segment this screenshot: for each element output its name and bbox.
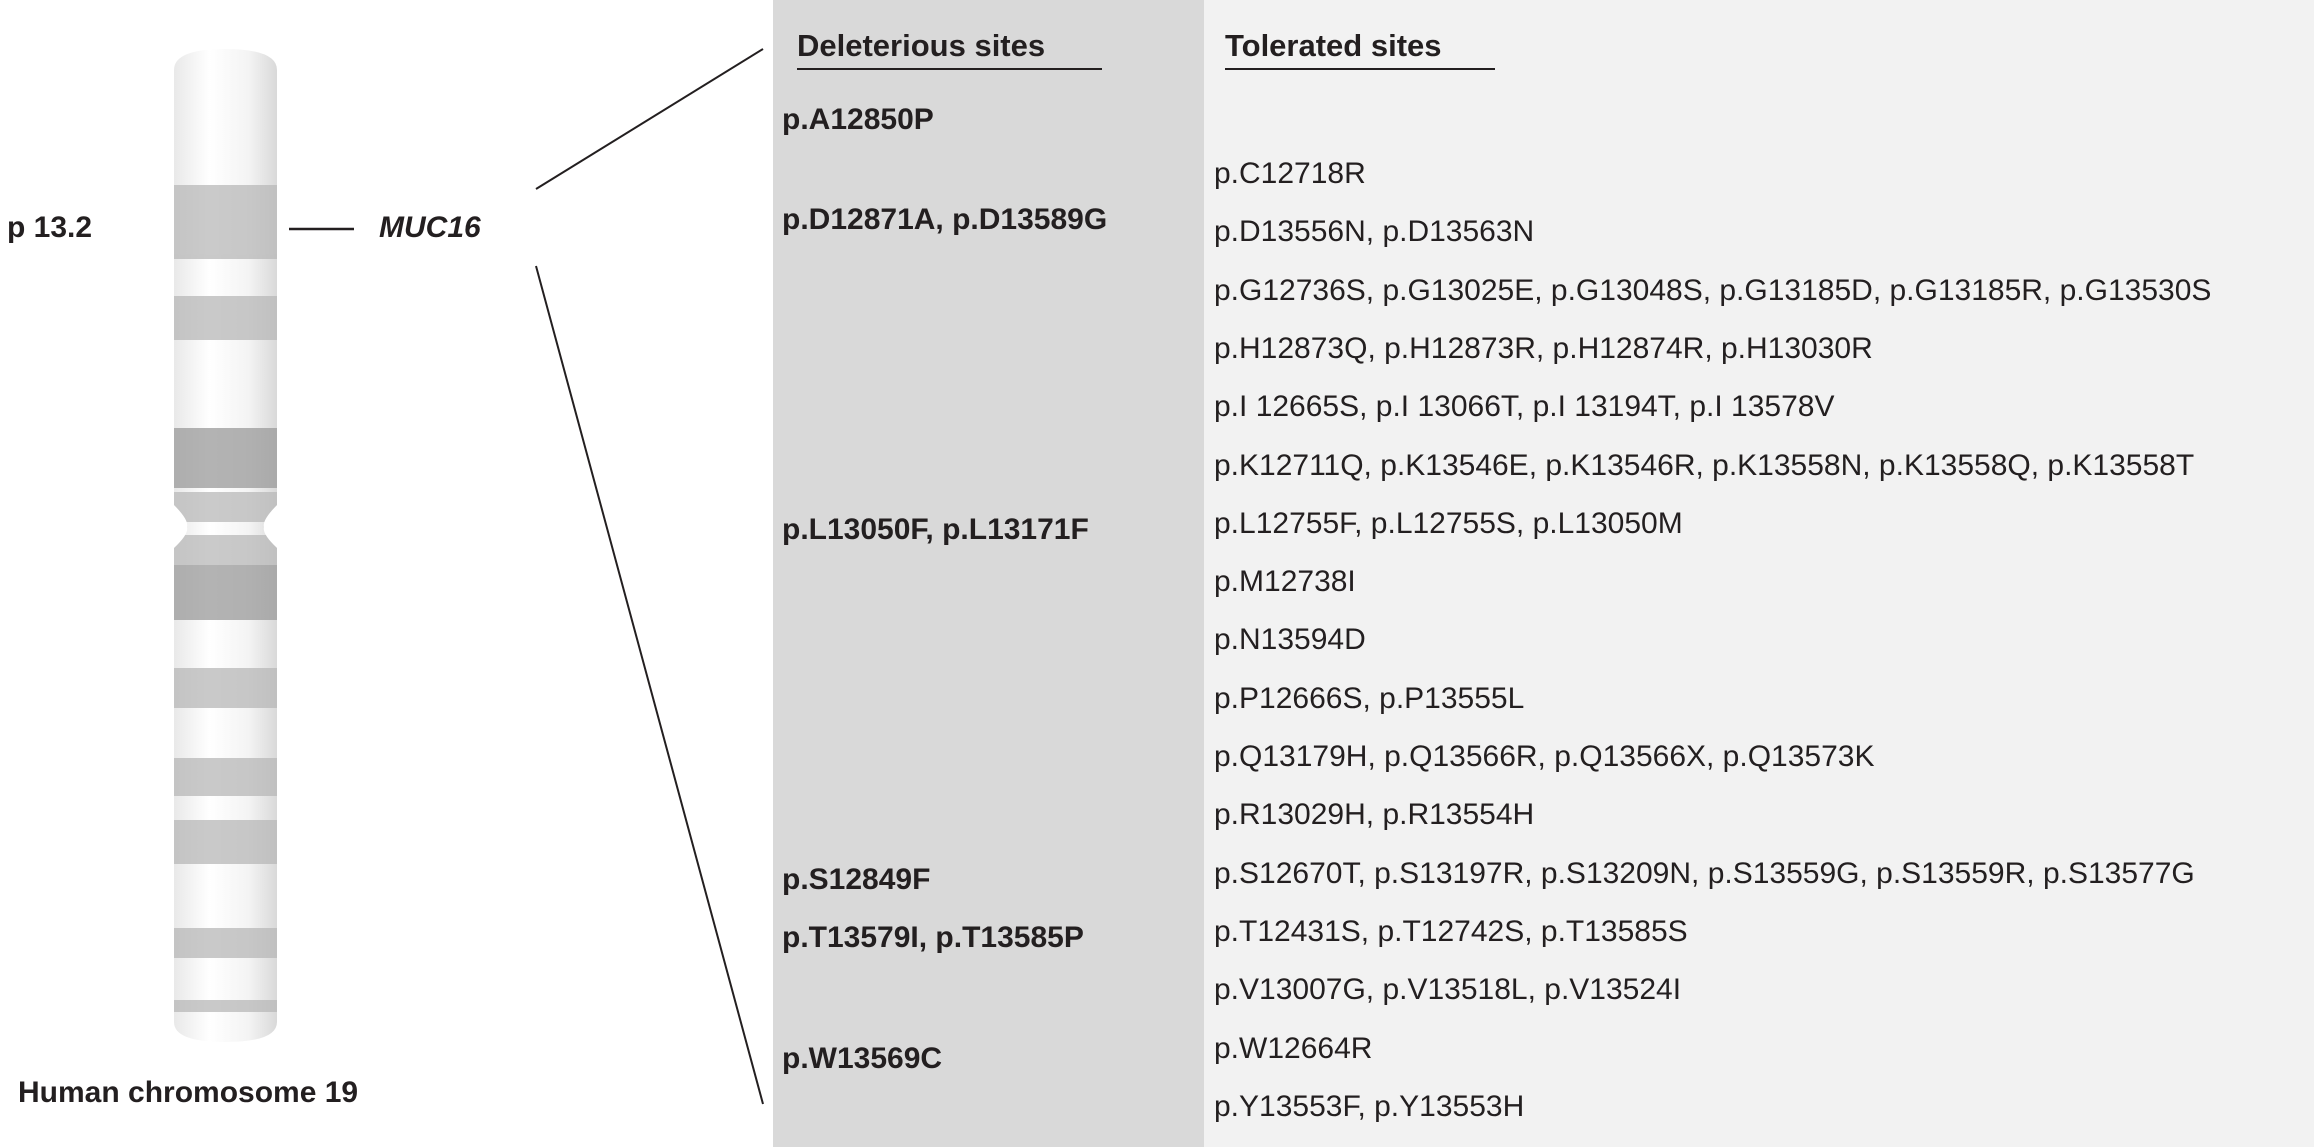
tolerated-site-row: p.T12431S, p.T12742S, p.T13585S (1214, 914, 1688, 948)
tolerated-site-row: p.P12666S, p.P13555L (1214, 681, 1525, 715)
tolerated-site-row: p.N13594D (1214, 623, 1366, 657)
tolerated-site-row: p.D13556N, p.D13563N (1214, 215, 1535, 249)
tolerated-site-row: p.C12718R (1214, 157, 1366, 190)
deleterious-site-row: p.A12850P (782, 103, 934, 136)
tolerated-site-row: p.K12711Q, p.K13546E, p.K13546R, p.K1355… (1214, 448, 2195, 482)
tolerated-site-row: p.S12670T, p.S13197R, p.S13209N, p.S1355… (1214, 856, 2195, 890)
zoom-line-bottom (535, 265, 764, 1105)
zoom-line-top (535, 48, 764, 190)
tolerated-site-row: p.M12738I (1214, 565, 1356, 599)
tolerated-site-row: p.Q13179H, p.Q13566R, p.Q13566X, p.Q1357… (1214, 740, 1875, 773)
tolerated-site-row: p.R13029H, p.R13554H (1214, 798, 1535, 832)
tolerated-site-row: p.Y13553F, p.Y13553H (1214, 1089, 1525, 1123)
chromosome-diagram (174, 48, 764, 1105)
deleterious-header: Deleterious sites (797, 28, 1102, 70)
tolerated-header: Tolerated sites (1225, 28, 1495, 70)
tolerated-site-row: p.V13007G, p.V13518L, p.V13524I (1214, 973, 1682, 1007)
tolerated-site-row: p.I 12665S, p.I 13066T, p.I 13194T, p.I … (1214, 390, 1835, 424)
gene-label: MUC16 (379, 211, 481, 244)
tolerated-site-row: p.W12664R (1214, 1031, 1373, 1065)
tolerated-site-row: p.L12755F, p.L12755S, p.L13050M (1214, 506, 1683, 540)
deleterious-column (773, 0, 1204, 1147)
deleterious-site-row: p.T13579I, p.T13585P (782, 920, 1084, 954)
chromosome-19 (174, 49, 277, 1042)
tolerated-column (1204, 0, 2314, 1147)
deleterious-site-row: p.S12849F (782, 862, 931, 896)
deleterious-site-row: p.W13569C (782, 1041, 943, 1075)
band-label: p 13.2 (7, 211, 93, 244)
tolerated-site-row: p.H12873Q, p.H12873R, p.H12874R, p.H1303… (1214, 331, 1873, 365)
deleterious-site-row: p.D12871A, p.D13589G (782, 203, 1108, 237)
deleterious-site-row: p.L13050F, p.L13171F (782, 512, 1089, 546)
chromosome-caption: Human chromosome 19 (18, 1076, 359, 1109)
tolerated-site-row: p.G12736S, p.G13025E, p.G13048S, p.G1318… (1214, 273, 2212, 307)
